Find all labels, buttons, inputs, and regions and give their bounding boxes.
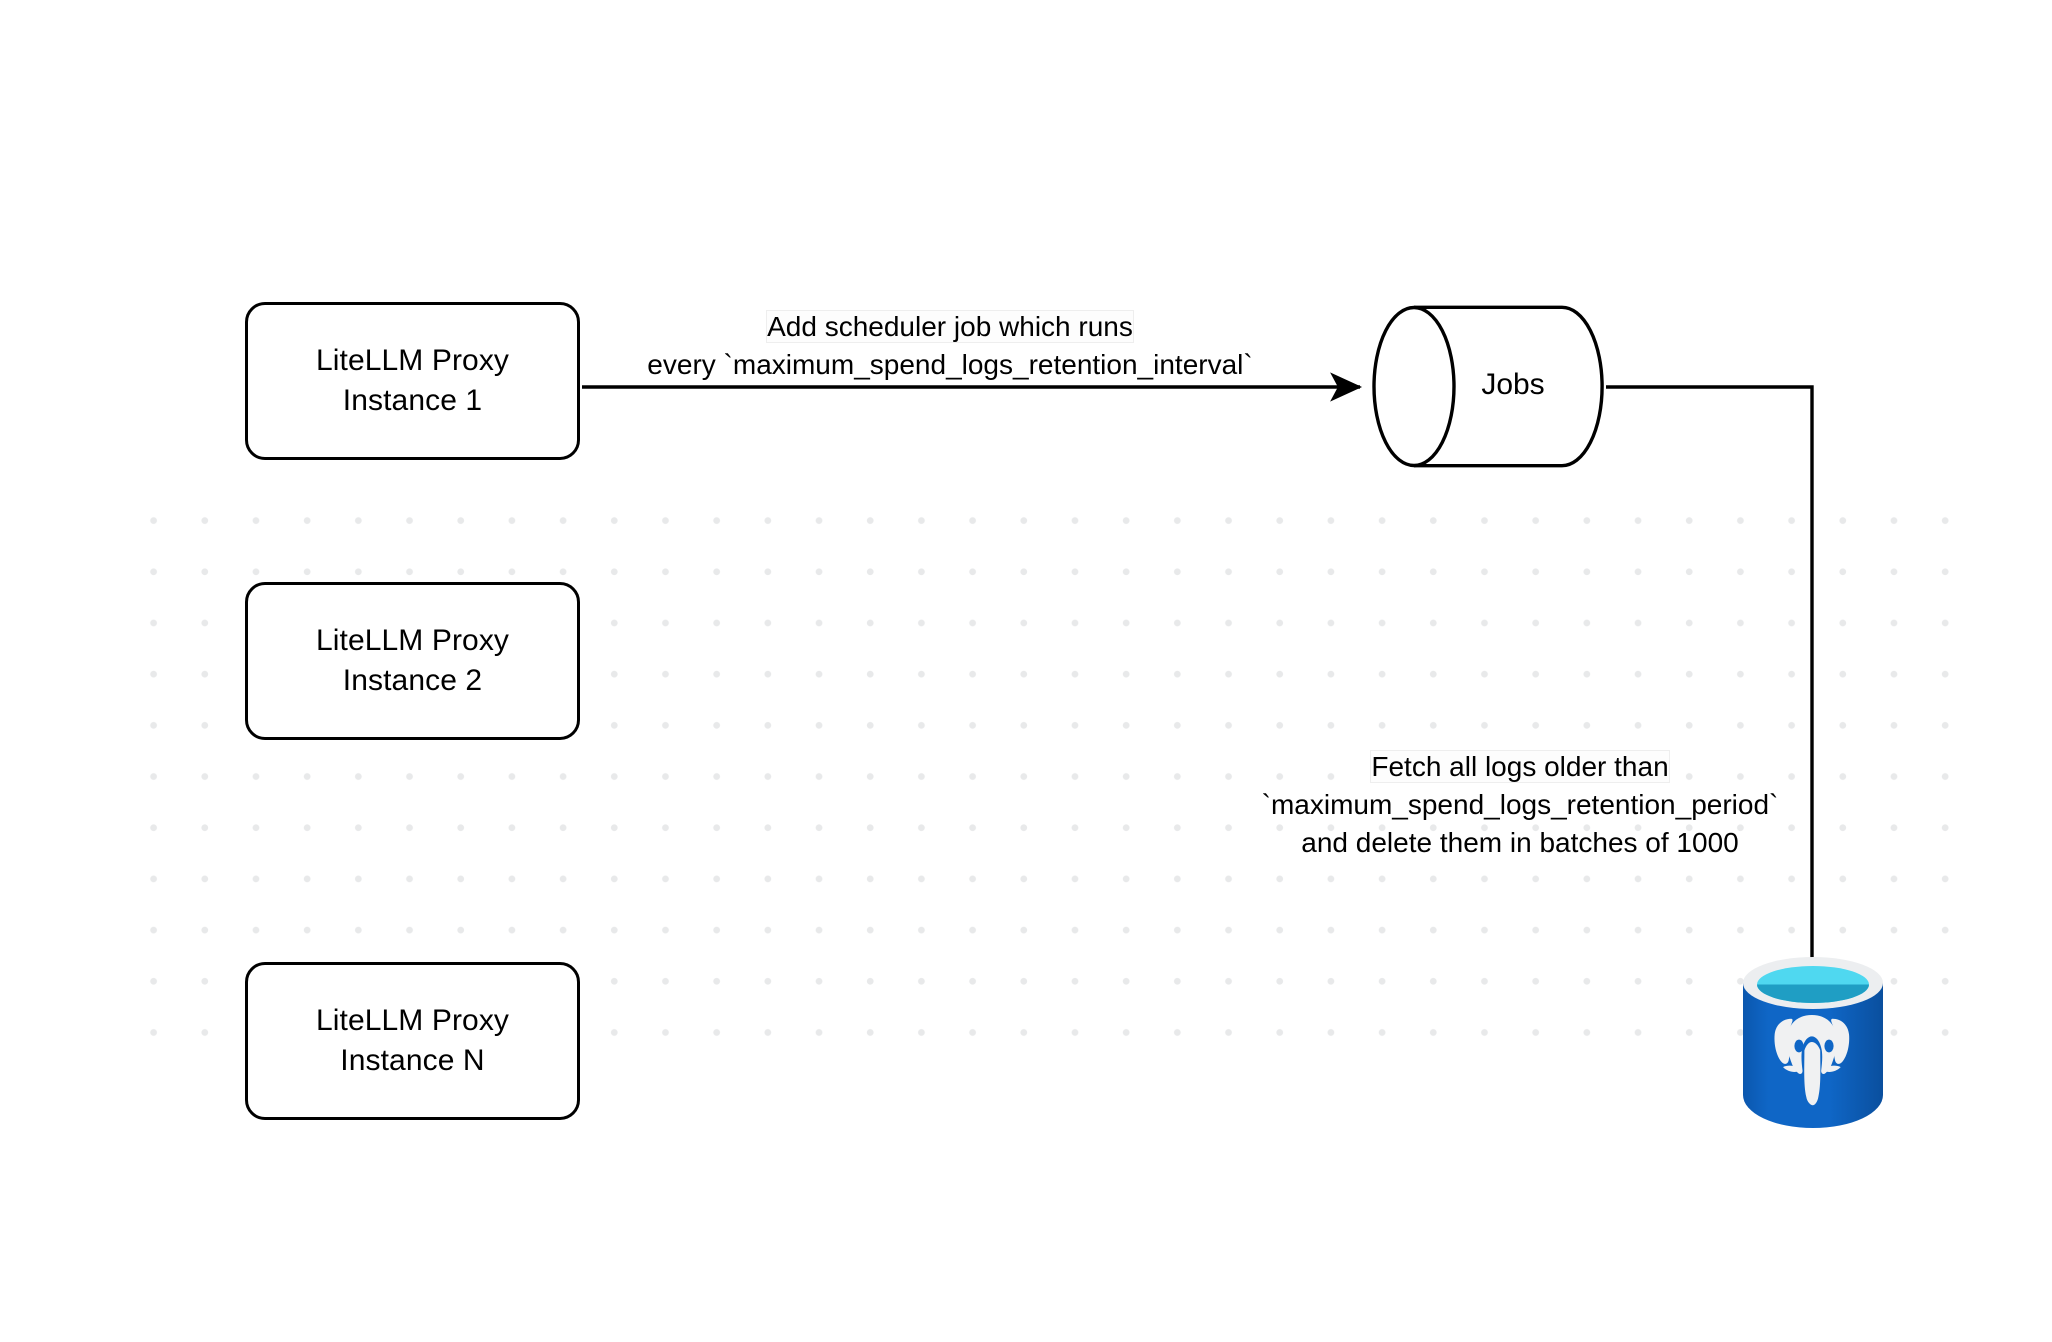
edge-jobs-to-postgres — [1606, 385, 1827, 991]
node-label-line-1: LiteLLM Proxy — [315, 1004, 510, 1038]
edge-label-scheduler: Add scheduler job which runs every `maxi… — [580, 308, 1320, 384]
edge-label-line-2: every `maximum_spend_logs_retention_inte… — [647, 349, 1253, 381]
node-label-line-2: Instance N — [340, 1044, 485, 1077]
node-label-line-1: LiteLLM Proxy — [315, 344, 510, 378]
node-jobs-cylinder[interactable] — [1372, 305, 1604, 468]
node-litellm-proxy-instance-2[interactable]: LiteLLM Proxy Instance 2 — [245, 582, 580, 740]
edge-label-line-1: Add scheduler job which runs — [767, 311, 1133, 342]
edge-label-fetch-delete: Fetch all logs older than `maximum_spend… — [1230, 748, 1810, 862]
edge-label-line-3: and delete them in batches of 1000 — [1301, 827, 1739, 859]
node-litellm-proxy-instance-1[interactable]: LiteLLM Proxy Instance 1 — [245, 302, 580, 460]
node-label-line-2: Instance 1 — [342, 384, 483, 417]
node-label-line-1: LiteLLM Proxy — [315, 624, 510, 658]
edge-label-line-1: Fetch all logs older than — [1371, 751, 1669, 782]
postgresql-elephant-icon — [1743, 957, 1883, 1128]
node-postgres-database[interactable] — [1737, 955, 1889, 1133]
node-litellm-proxy-instance-n[interactable]: LiteLLM Proxy Instance N — [245, 962, 580, 1120]
node-label-line-2: Instance 2 — [342, 664, 483, 697]
edge-label-line-2: `maximum_spend_logs_retention_period` — [1261, 789, 1779, 821]
node-jobs-label: Jobs — [1481, 368, 1545, 401]
